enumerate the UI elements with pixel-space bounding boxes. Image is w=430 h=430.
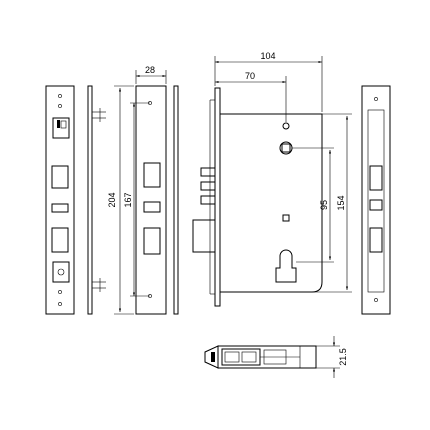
dimension-faceplate-height: 204 bbox=[107, 85, 134, 315]
strike-plate-front-view bbox=[135, 85, 167, 315]
dimension-total-width: 104 bbox=[214, 51, 323, 112]
lock-body-main-view bbox=[192, 87, 323, 307]
label-faceplate-height: 204 bbox=[107, 192, 117, 207]
faceplate-back-view bbox=[361, 85, 391, 315]
label-total-width: 104 bbox=[260, 51, 275, 61]
dimension-distance-to-cylinder: 95 bbox=[292, 147, 334, 263]
label-mounting-distance: 167 bbox=[123, 192, 133, 207]
dimension-mounting-distance: 167 bbox=[123, 102, 150, 297]
dimension-case-height: 154 bbox=[312, 113, 352, 293]
label-distance-to-cylinder: 95 bbox=[319, 200, 329, 210]
label-case-height: 154 bbox=[336, 195, 346, 210]
dimension-top-depth: 28 bbox=[135, 65, 167, 84]
label-thickness: 21.5 bbox=[338, 348, 348, 366]
dimension-thickness: 21.5 bbox=[316, 336, 348, 378]
strike-side-profile bbox=[173, 85, 179, 315]
faceplate-front-view bbox=[45, 85, 75, 315]
label-top-depth: 28 bbox=[145, 65, 155, 75]
faceplate-side-profile bbox=[87, 85, 106, 315]
dimension-backset: 70 bbox=[215, 71, 287, 122]
label-backset: 70 bbox=[245, 71, 255, 81]
lock-plan-view bbox=[204, 345, 317, 369]
